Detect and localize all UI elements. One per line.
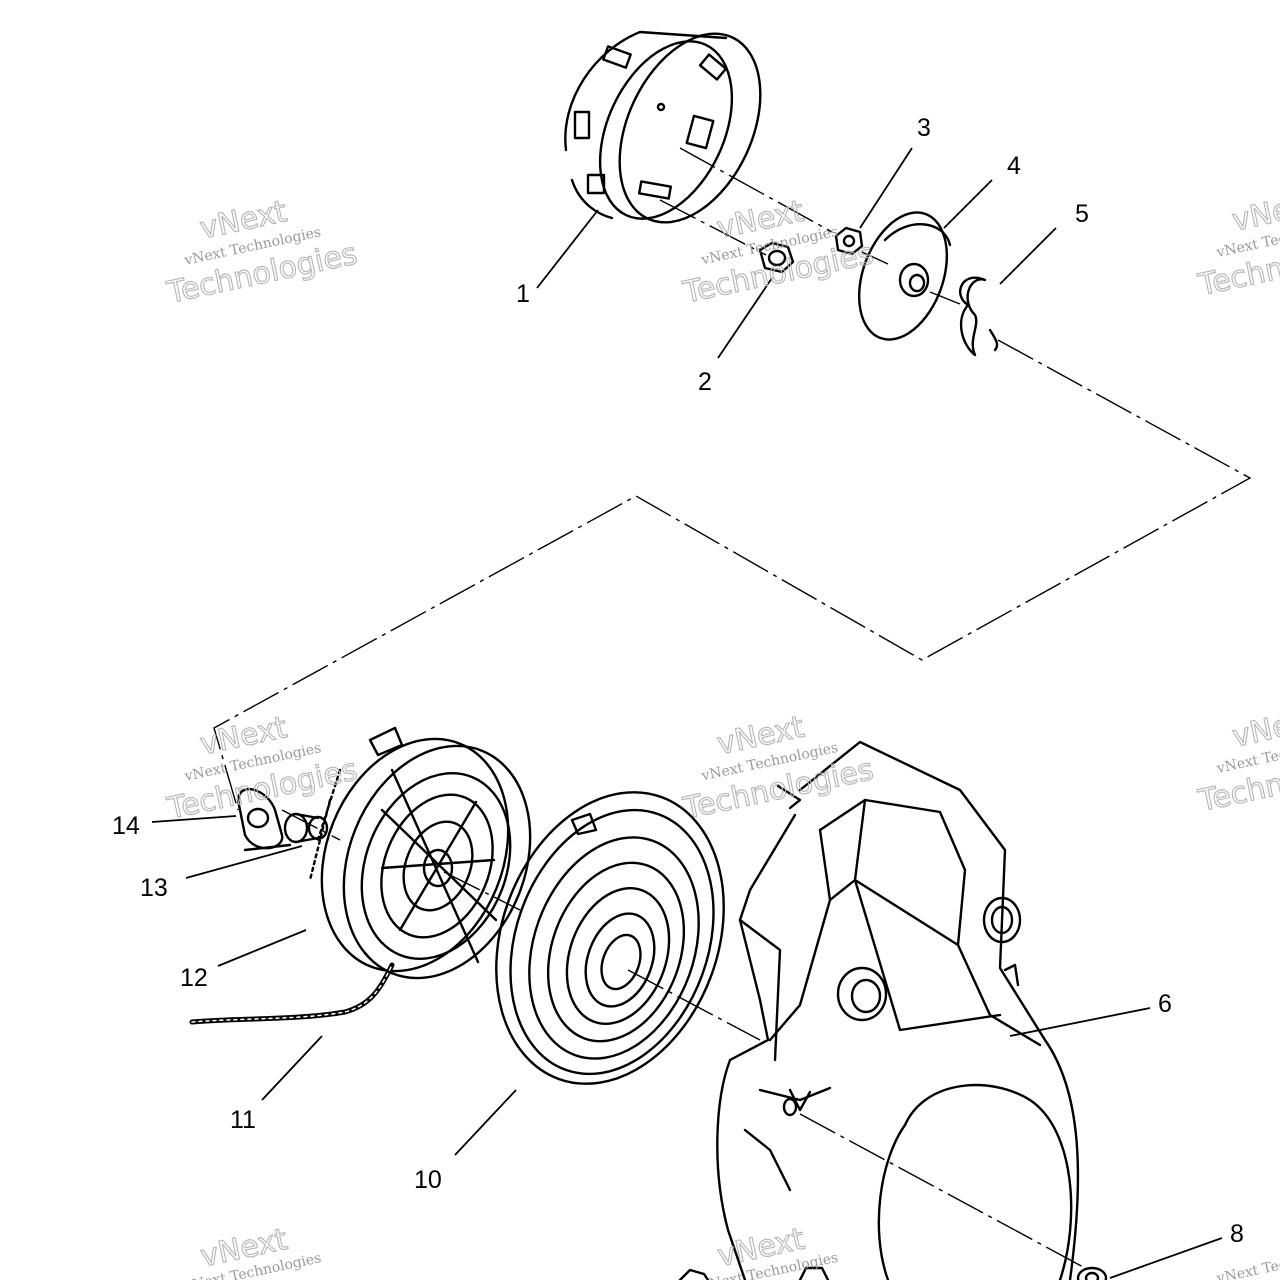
bushing-part-13: [283, 812, 329, 844]
spring-clip-part-5: [959, 276, 999, 357]
callout-6: 6: [1158, 990, 1172, 1018]
watermark-line1: vNext: [1229, 702, 1280, 755]
watermark-bottom-left: vNext vNext Technologies: [182, 1221, 322, 1280]
watermark-mid-right: vNext vNext Technologies Technologies: [1194, 702, 1280, 820]
callout-4: 4: [1007, 152, 1021, 180]
starter-rope-part-11: [189, 962, 395, 1025]
watermark-line1: vNext: [1229, 186, 1280, 239]
callout-1: 1: [516, 280, 530, 308]
nut-part-3: [834, 226, 864, 256]
callout-8: 8: [1230, 1220, 1244, 1248]
bracket-part-14: [236, 788, 292, 852]
callout-13: 13: [140, 874, 168, 902]
nut-part-2: [758, 241, 795, 274]
bolt-part-8: [1076, 1266, 1108, 1280]
watermark-line2: vNext Technologies: [1215, 1242, 1280, 1280]
watermark-top-right: vNext vNext Technologies Technologies: [1194, 186, 1280, 304]
callout-2: 2: [698, 368, 712, 396]
callout-11: 11: [230, 1106, 256, 1134]
watermark-top-left: vNext vNext Technologies Technologies: [163, 194, 361, 312]
recoil-spring-part-10: [495, 791, 725, 1085]
watermark-bottom-center: vNext vNext Technologies: [699, 1221, 839, 1280]
callout-14: 14: [112, 812, 140, 840]
starter-cup-part: [564, 30, 762, 224]
watermark-mid-center: vNext vNext Technologies Technologies: [679, 709, 877, 827]
pawl-plate-part-4: [857, 211, 952, 341]
callout-5: 5: [1075, 200, 1089, 228]
assembly-center-lines: [213, 147, 1252, 1269]
callout-3: 3: [917, 114, 931, 142]
callout-labels: 1 2 3 4 5 6 8 10 11 12 13 14: [112, 114, 1244, 1248]
callout-10: 10: [414, 1166, 442, 1194]
starter-housing-part-6: [716, 740, 1080, 1280]
callout-12: 12: [180, 964, 208, 992]
watermark-top-center: vNext vNext Technologies Technologies: [679, 193, 877, 311]
leader-lines: [151, 147, 1223, 1279]
bottom-fasteners: [678, 1266, 830, 1280]
rope-reel-part-12: [308, 726, 532, 980]
watermark-bottom-right: vNext Technologies: [1215, 1242, 1280, 1280]
